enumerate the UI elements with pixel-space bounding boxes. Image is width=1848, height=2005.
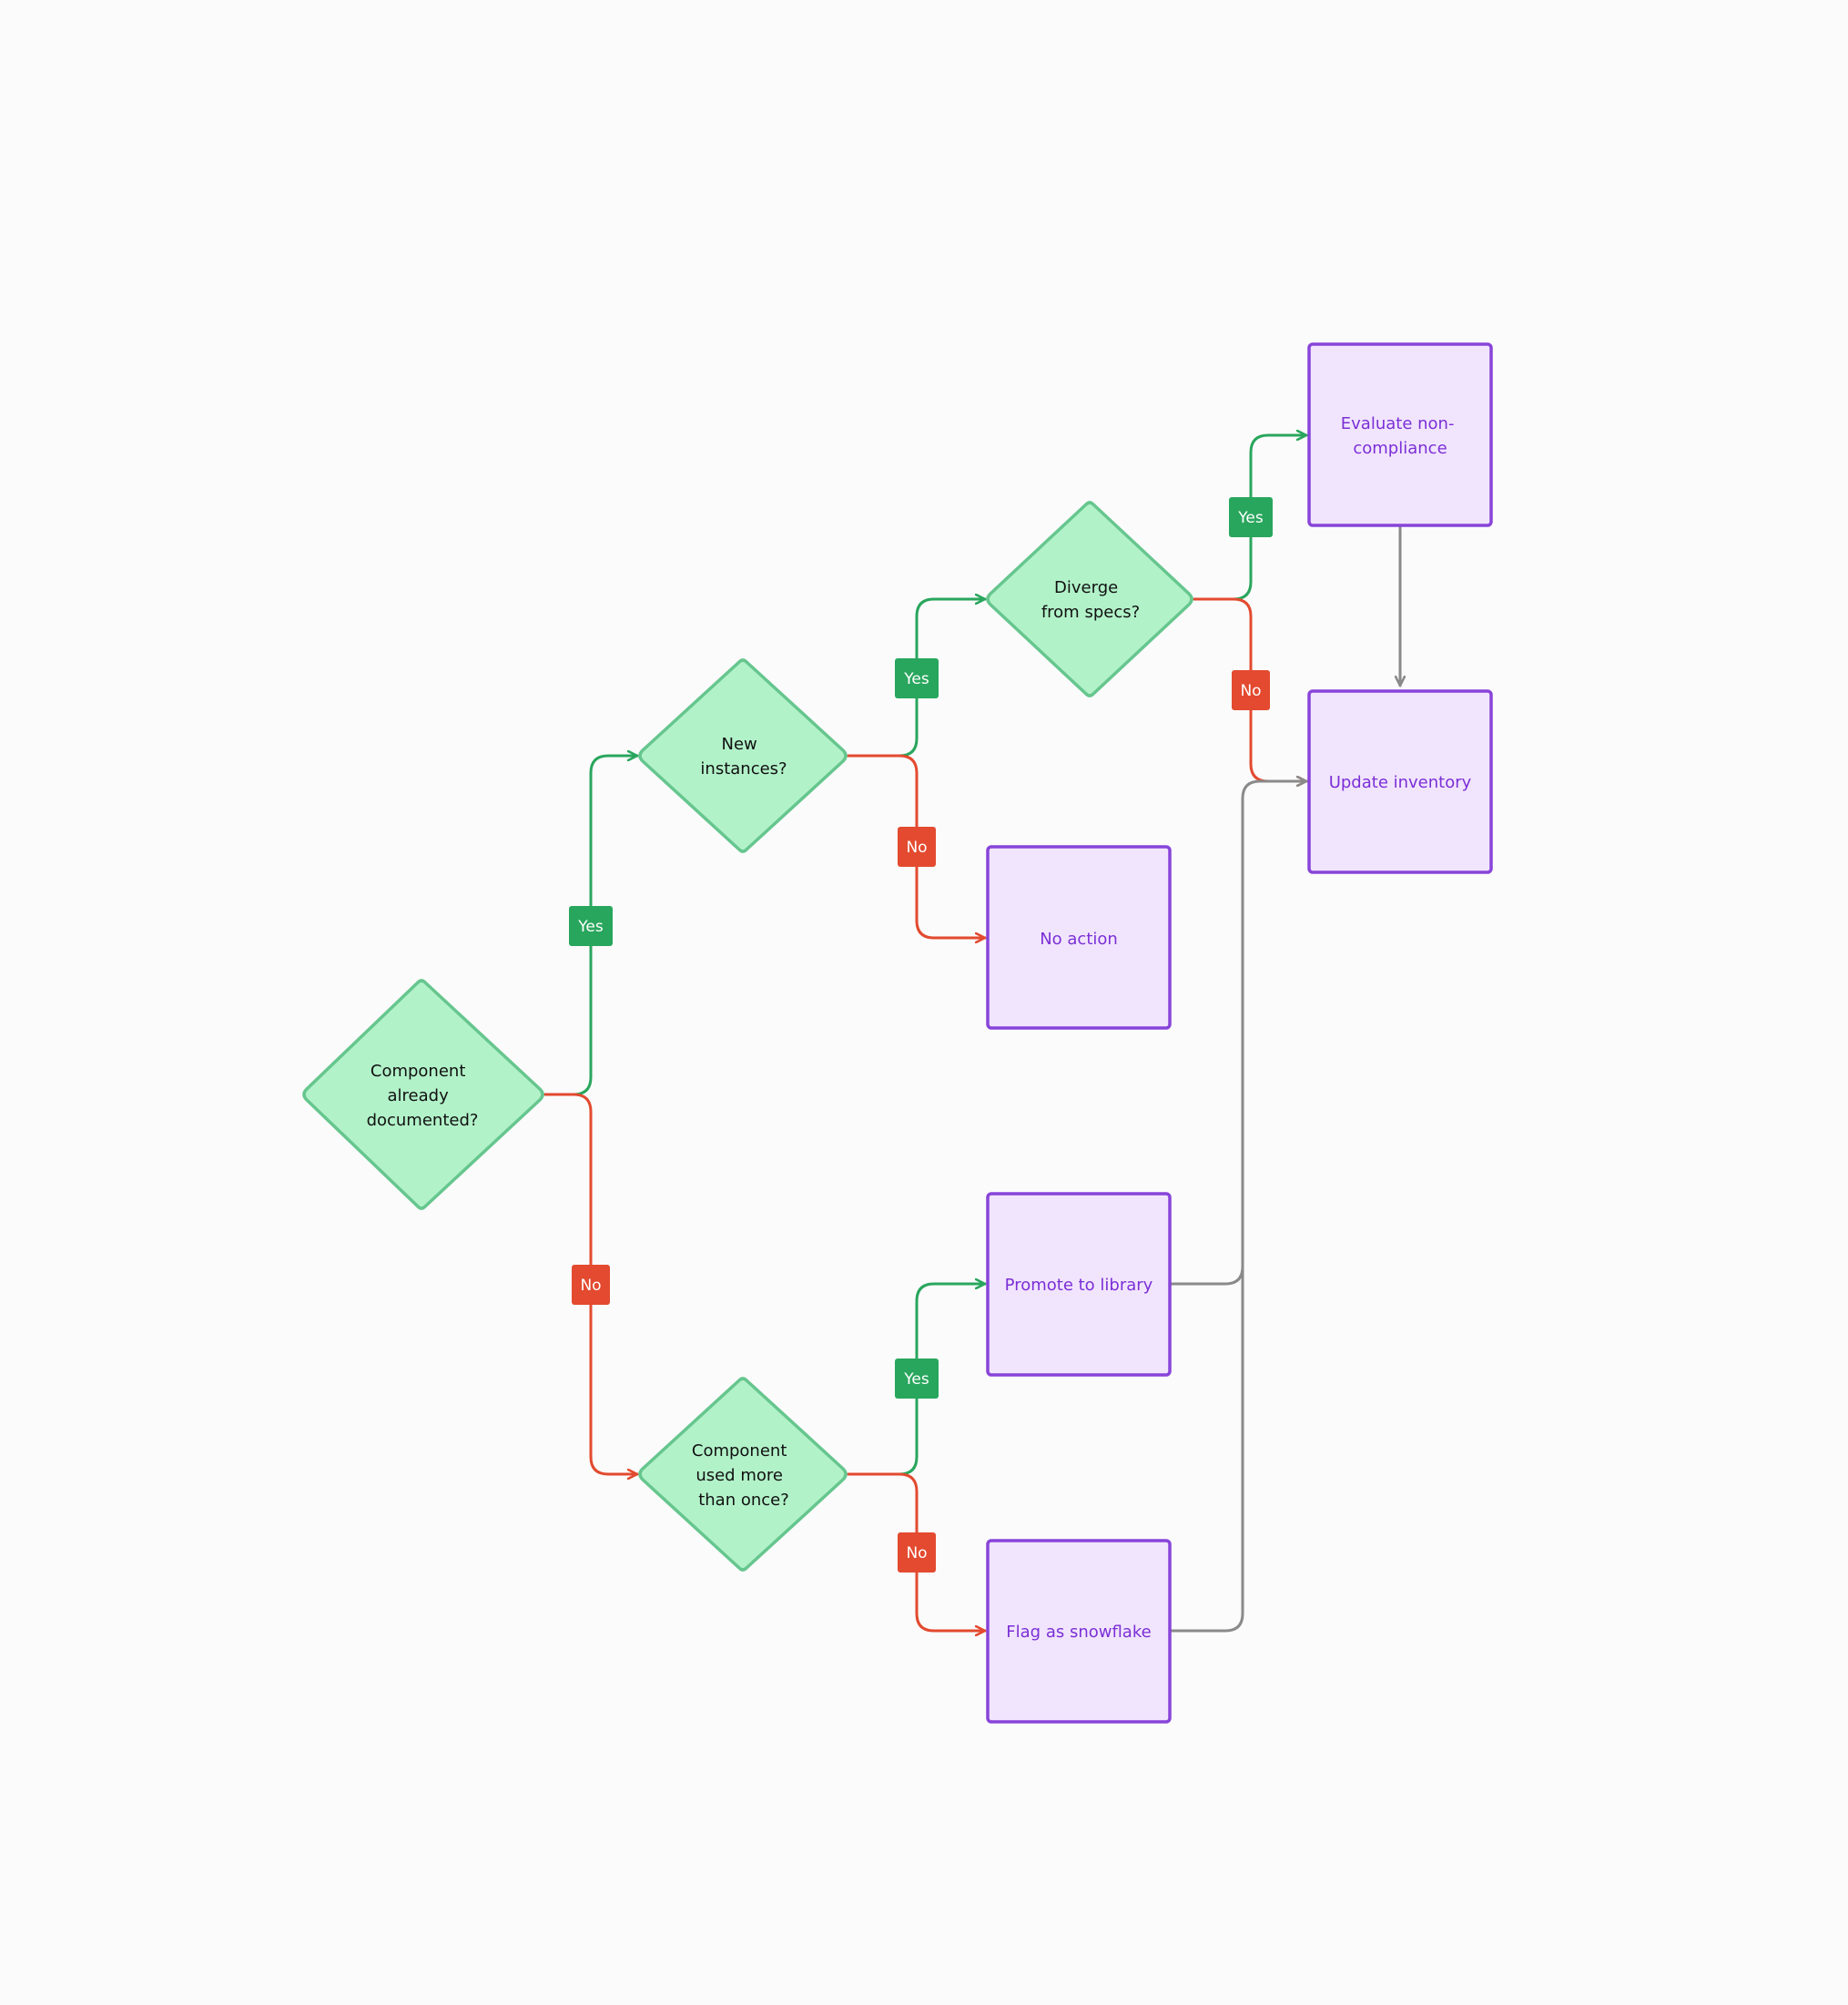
action-update-inventory[interactable]: Update inventory (1307, 689, 1493, 874)
decision-diverge-line: Diverge (1054, 578, 1118, 597)
edge-label-diverge-yes: Yes (1229, 497, 1273, 537)
no-badge (898, 1532, 936, 1572)
no-label: No (906, 839, 927, 857)
action-promote-line: Promote to library (1005, 1276, 1153, 1295)
yes-badge (1229, 497, 1273, 537)
action-no-action-box (986, 845, 1172, 1030)
svg-text:New instances?: New instances? (700, 735, 787, 779)
decision-diverge[interactable]: Diverge from specs? (986, 501, 1193, 697)
decision-used-more-line: Component (692, 1441, 787, 1460)
no-badge (1232, 670, 1270, 710)
edge-snowflake-to-update[interactable] (1169, 1265, 1244, 1633)
yes-label: Yes (903, 1370, 929, 1389)
action-evaluate[interactable]: Evaluate non- compliance (1307, 342, 1493, 527)
action-update-inventory-box (1307, 689, 1493, 874)
svg-text:Flag as snowflake: Flag as snowflake (1006, 1623, 1151, 1642)
no-badge (572, 1265, 610, 1305)
decision-documented-line: documented? (367, 1111, 479, 1130)
decision-used-more-line: used more (696, 1466, 783, 1485)
action-update-inventory-line: Update inventory (1329, 773, 1472, 792)
action-evaluate-line: Evaluate non- (1341, 414, 1455, 433)
action-promote-box (986, 1192, 1172, 1377)
decision-documented-shape (302, 979, 544, 1210)
action-snowflake-line: Flag as snowflake (1006, 1623, 1151, 1642)
edge-label-new-instances-no: No (898, 827, 936, 867)
edge-label-used-more-no: No (898, 1532, 936, 1572)
no-label: No (1240, 682, 1261, 700)
decision-diverge-shape (986, 501, 1193, 697)
yes-label: Yes (903, 670, 929, 688)
decision-new-instances[interactable]: New instances? (638, 658, 848, 853)
yes-badge (569, 906, 613, 946)
svg-text:Component already: Component already documented? (367, 1062, 479, 1130)
no-badge (898, 827, 936, 867)
decision-used-more-line: than once? (698, 1491, 789, 1510)
decision-used-more[interactable]: Component used more than once? (638, 1377, 848, 1572)
svg-text:Component used more: Component used more than once? (692, 1441, 792, 1510)
decision-documented[interactable]: Component already documented? (302, 979, 544, 1210)
action-no-action-line: No action (1040, 930, 1118, 949)
no-label: No (906, 1544, 927, 1562)
decision-diverge-line: from specs? (1041, 603, 1140, 622)
yes-badge (895, 1359, 939, 1399)
edge-promote-to-update[interactable] (1169, 781, 1308, 1286)
action-promote[interactable]: Promote to library (986, 1192, 1172, 1377)
yes-badge (895, 658, 939, 698)
svg-text:Update inventory: Update inventory (1329, 773, 1472, 792)
yes-label: Yes (577, 918, 604, 936)
action-snowflake[interactable]: Flag as snowflake (986, 1539, 1172, 1724)
edge-label-documented-no: No (572, 1265, 610, 1305)
svg-text:No action: No action (1040, 930, 1118, 949)
edge-label-diverge-no: No (1232, 670, 1270, 710)
edge-label-new-instances-yes: Yes (895, 658, 939, 698)
edge-label-used-more-yes: Yes (895, 1359, 939, 1399)
action-no-action[interactable]: No action (986, 845, 1172, 1030)
svg-text:Promote to library: Promote to library (1005, 1276, 1153, 1295)
svg-text:Diverge from specs?: Diverge from specs? (1041, 578, 1140, 622)
decision-used-more-shape (638, 1377, 848, 1572)
yes-label: Yes (1237, 509, 1264, 527)
decision-new-instances-line: New (722, 735, 757, 754)
decision-new-instances-line: instances? (700, 759, 787, 779)
decision-documented-line: Component (371, 1062, 466, 1081)
svg-text:Evaluate non- compliance: Evaluate non- compliance (1341, 414, 1459, 458)
action-evaluate-line: compliance (1353, 439, 1447, 458)
edge-label-documented-yes: Yes (569, 906, 613, 946)
action-evaluate-box (1307, 342, 1493, 527)
decision-documented-line: already (388, 1086, 450, 1105)
decision-new-instances-shape (638, 658, 848, 853)
action-snowflake-box (986, 1539, 1172, 1724)
no-label: No (580, 1277, 601, 1295)
